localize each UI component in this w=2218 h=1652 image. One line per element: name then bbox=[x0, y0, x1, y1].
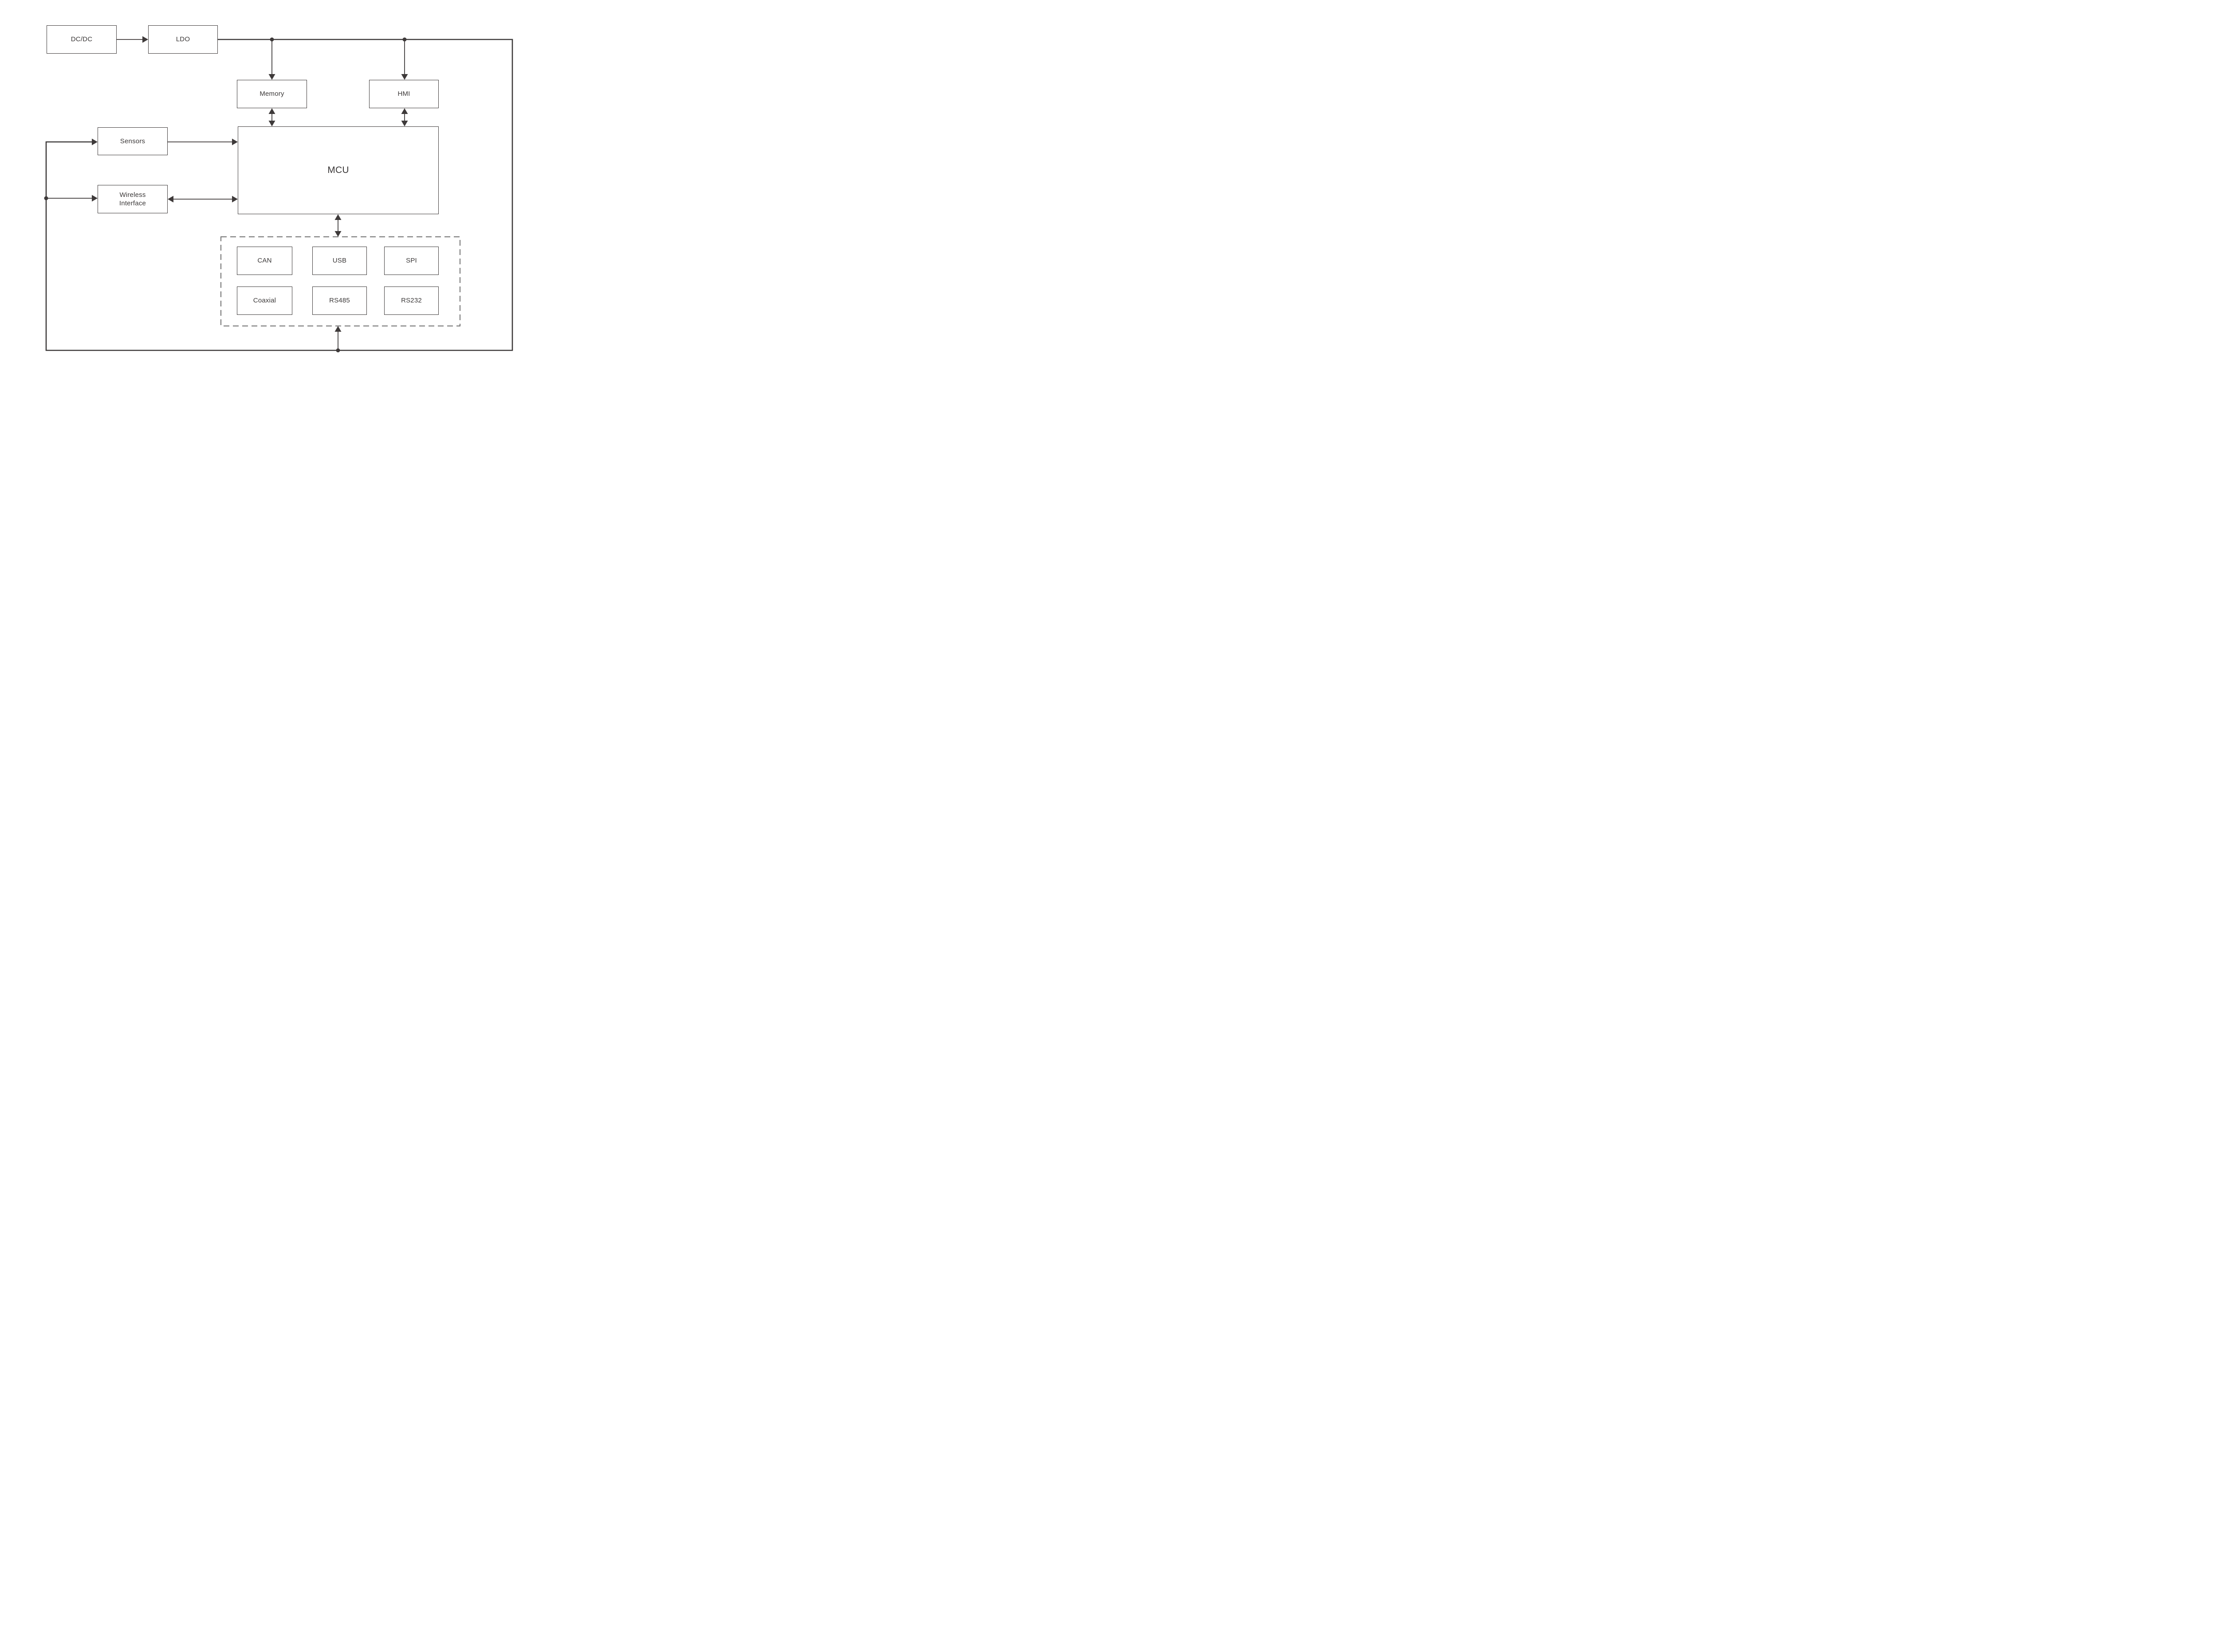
node-memory: Memory bbox=[237, 80, 307, 108]
node-label-hmi: HMI bbox=[397, 90, 410, 98]
connector-memory-mcu-bidirectional bbox=[268, 108, 275, 126]
node-label-wireless-interface: Wireless Interface bbox=[119, 191, 146, 208]
connector-sensors-to-mcu bbox=[168, 138, 238, 145]
arrow-bus-to-sensors bbox=[92, 138, 98, 145]
connector-hmi-mcu-bidirectional bbox=[401, 108, 408, 126]
junction-dot-bus-wireless bbox=[44, 196, 48, 200]
node-label-memory: Memory bbox=[260, 90, 284, 98]
node-label-can: CAN bbox=[257, 257, 272, 265]
junction-dot-bus-hmi bbox=[402, 37, 407, 42]
connector-wireless-mcu-bidirectional bbox=[168, 196, 238, 203]
connector-mcu-interface-group-bidirectional bbox=[334, 214, 342, 237]
junction-dot-bus-memory bbox=[270, 37, 274, 42]
node-ldo: LDO bbox=[148, 25, 218, 54]
connector-bus-to-memory bbox=[268, 39, 275, 80]
node-rs485: RS485 bbox=[312, 286, 367, 315]
node-label-sensors: Sensors bbox=[120, 137, 146, 145]
node-label-usb: USB bbox=[332, 257, 347, 265]
node-can: CAN bbox=[237, 247, 292, 275]
power-bus-line bbox=[45, 39, 513, 351]
node-usb: USB bbox=[312, 247, 367, 275]
node-label-dcdc: DC/DC bbox=[71, 35, 93, 43]
interface-group-dashed-border bbox=[220, 236, 460, 326]
node-spi: SPI bbox=[384, 247, 439, 275]
connector-dcdc-to-ldo bbox=[117, 36, 148, 43]
diagram-canvas: DC/DC LDO Memory HMI MCU Sensors Wireles… bbox=[0, 0, 554, 413]
connector-bus-to-wireless bbox=[46, 195, 98, 202]
node-label-rs485: RS485 bbox=[329, 297, 350, 305]
junction-dot-bus-interface-group bbox=[336, 348, 340, 353]
node-sensors: Sensors bbox=[98, 127, 168, 155]
node-label-ldo: LDO bbox=[176, 35, 190, 43]
node-coaxial: Coaxial bbox=[237, 286, 292, 315]
node-label-spi: SPI bbox=[406, 257, 417, 265]
connector-layer bbox=[44, 36, 513, 353]
node-dcdc: DC/DC bbox=[47, 25, 117, 54]
node-mcu: MCU bbox=[238, 126, 439, 214]
node-label-rs232: RS232 bbox=[401, 297, 422, 305]
connector-bus-to-hmi bbox=[401, 39, 408, 80]
node-label-coaxial: Coaxial bbox=[253, 297, 276, 305]
node-rs232: RS232 bbox=[384, 286, 439, 315]
connector-bus-to-interface-group bbox=[334, 326, 342, 350]
node-hmi: HMI bbox=[369, 80, 439, 108]
node-label-mcu: MCU bbox=[327, 165, 349, 176]
node-wireless-interface: Wireless Interface bbox=[98, 185, 168, 213]
